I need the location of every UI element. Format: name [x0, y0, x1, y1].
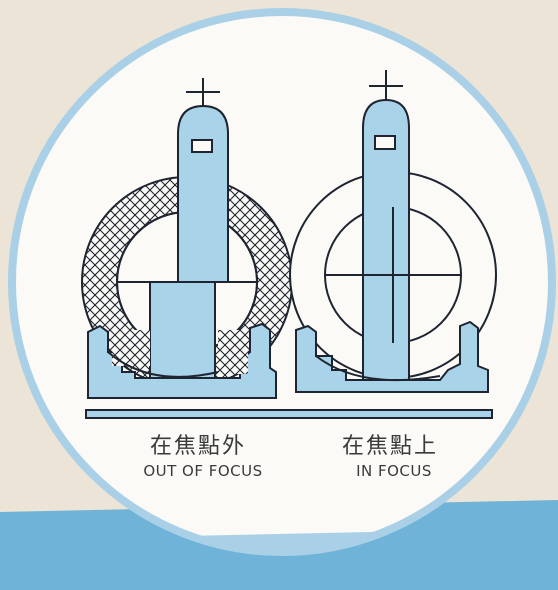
out-of-focus-caption-zh: 在焦點外 [149, 434, 246, 459]
left-base-hatch-right [218, 330, 248, 374]
right-base-rocks [295, 320, 489, 393]
left-base-rocks [87, 322, 277, 399]
tower [362, 98, 410, 381]
in-focus-illustration [289, 70, 497, 393]
tower-window [191, 139, 213, 153]
out-of-focus-illustration [80, 78, 294, 399]
tower [177, 104, 229, 283]
left-base-hatch-left [112, 330, 150, 366]
left-inner-arc [107, 351, 219, 378]
out-of-focus-caption-en: OUT OF FOCUS [143, 462, 263, 480]
right-inner-arc [315, 355, 441, 381]
in-focus-caption-zh: 在焦點上 [341, 434, 438, 459]
ground-line [85, 409, 493, 419]
tower-window [374, 135, 396, 150]
tower-lower-shaft [149, 281, 216, 379]
in-focus-caption-en: IN FOCUS [356, 462, 432, 480]
